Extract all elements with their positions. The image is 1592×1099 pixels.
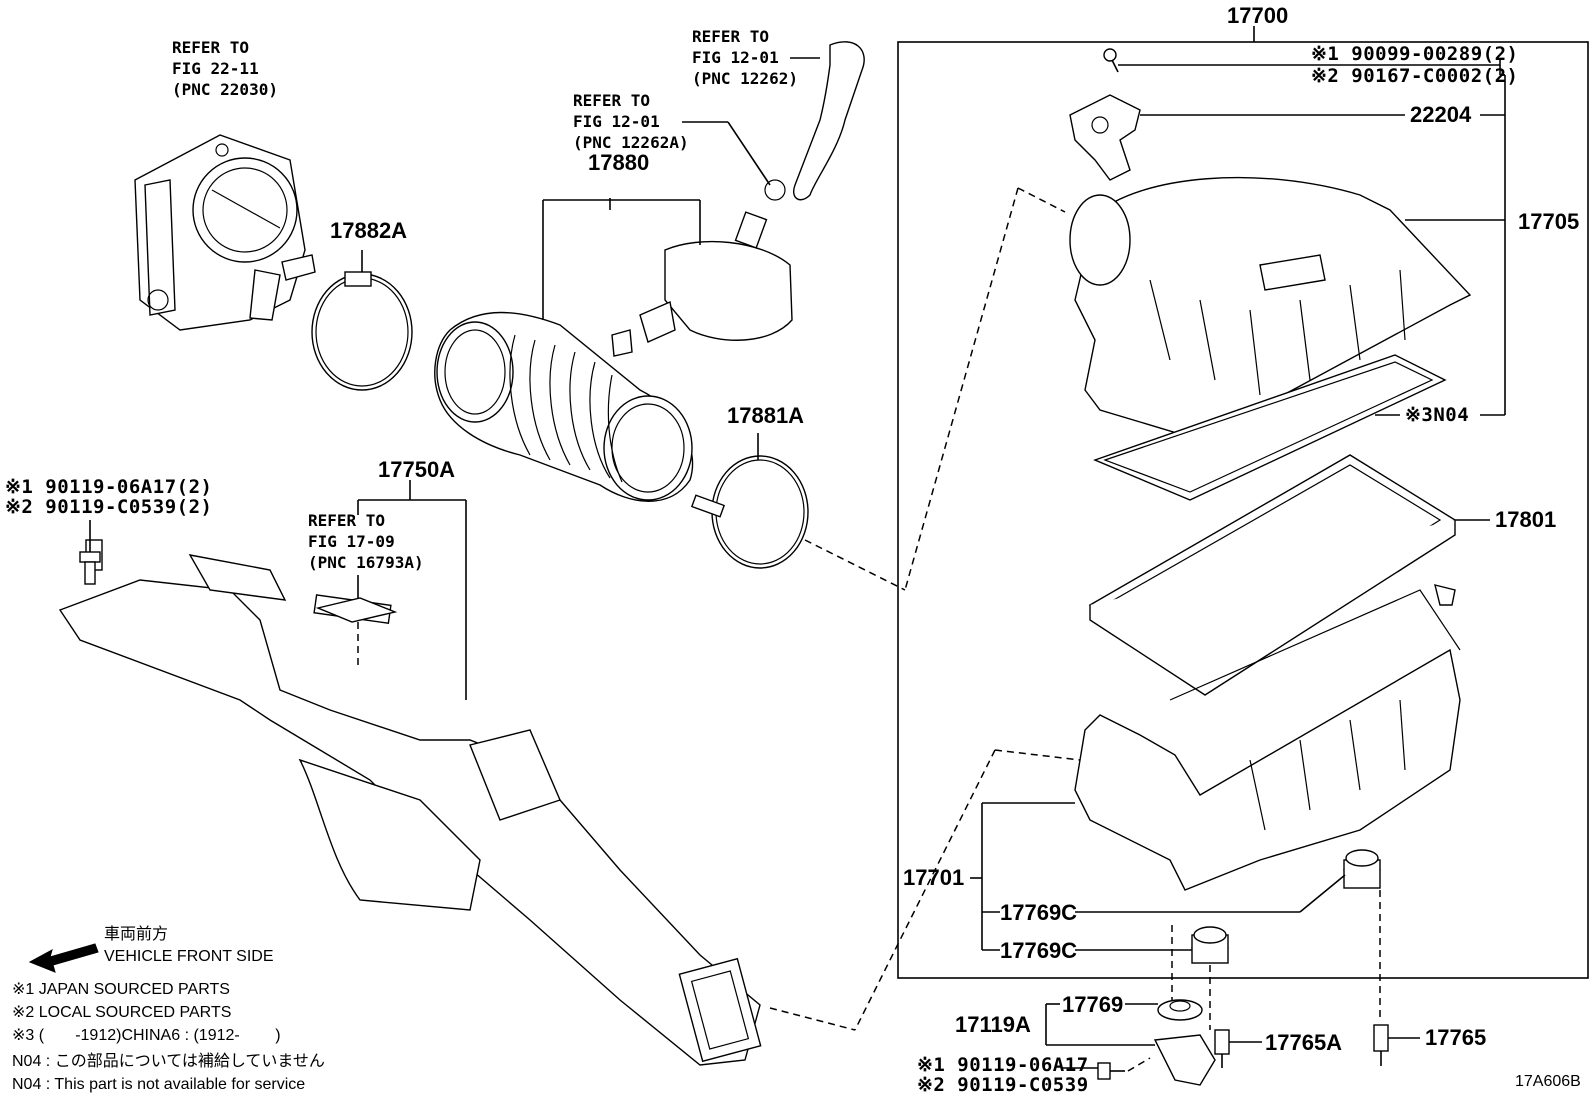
label-17765: 17765 bbox=[1425, 1025, 1487, 1050]
pin-17765a-illustration bbox=[1214, 1029, 1230, 1068]
pin-17765-illustration bbox=[1373, 1024, 1389, 1066]
vehicle-front-arrow-icon bbox=[28, 943, 99, 973]
label-17705: 17705 bbox=[1518, 209, 1580, 234]
leader-lines bbox=[28, 57, 1506, 1072]
label-17769: 17769 bbox=[1062, 992, 1124, 1017]
label-bolt-bot-1: ※1 90119-06A17 bbox=[917, 1054, 1089, 1076]
refer-throttle: REFER TO FIG 22-11 (PNC 22030) bbox=[172, 38, 278, 99]
refer-hose-top: REFER TO FIG 12-01 (PNC 12262) bbox=[692, 27, 798, 88]
label-bolt-top-2: ※2 90167-C0002(2) bbox=[1311, 65, 1519, 87]
label-17881a: 17881A bbox=[727, 403, 805, 428]
air-duct-17750a-illustration bbox=[58, 539, 762, 1066]
note-1: ※1 JAPAN SOURCED PARTS bbox=[12, 981, 230, 998]
label-17750a: 17750A bbox=[378, 457, 456, 482]
cleaner-case-17701-illustration bbox=[1074, 584, 1461, 891]
bolt-bottom-illustration bbox=[1097, 1062, 1125, 1080]
figure-code: 17A606B bbox=[1515, 1073, 1581, 1090]
filter-element-17801-illustration bbox=[1088, 454, 1457, 696]
label-17880: 17880 bbox=[588, 150, 650, 175]
note-4-jp: N04 : この部品については補給していません bbox=[12, 1053, 325, 1070]
label-17769c-b: 17769C bbox=[1000, 938, 1078, 963]
pcv-hose-illustration bbox=[764, 41, 865, 201]
note-front-jp: 車両前方 bbox=[104, 926, 169, 943]
label-22204: 22204 bbox=[1410, 102, 1472, 127]
label-bolt-top-1: ※1 90099-00289(2) bbox=[1311, 43, 1519, 65]
label-17801: 17801 bbox=[1495, 507, 1557, 532]
label-17769c-a: 17769C bbox=[1000, 900, 1078, 925]
note-2: ※2 LOCAL SOURCED PARTS bbox=[12, 1004, 232, 1021]
note-front-en: VEHICLE FRONT SIDE bbox=[104, 948, 274, 965]
throttle-body-illustration bbox=[134, 134, 316, 331]
label-17119a: 17119A bbox=[955, 1012, 1031, 1037]
assembly-box-17700 bbox=[897, 41, 1589, 979]
clamp-17882a-illustration bbox=[311, 271, 413, 391]
label-n04: ※3N04 bbox=[1405, 404, 1470, 426]
label-17765a: 17765A bbox=[1265, 1030, 1343, 1055]
screw-top-illustration bbox=[1103, 48, 1119, 73]
gasket-n04-illustration bbox=[1093, 354, 1447, 501]
cleaner-cover-17705-illustration bbox=[1069, 176, 1472, 441]
refer-duct: REFER TO FIG 17-09 (PNC 16793A) bbox=[308, 511, 424, 572]
label-17701: 17701 bbox=[903, 865, 965, 890]
label-17882a: 17882A bbox=[330, 218, 408, 243]
label-17700: 17700 bbox=[1227, 3, 1289, 28]
maf-sensor-22204-illustration bbox=[1069, 94, 1141, 181]
intake-hose-17880-illustration bbox=[434, 211, 793, 502]
grommet-17769-illustration bbox=[1157, 999, 1203, 1021]
label-bolt-left-1: ※1 90119-06A17(2) bbox=[5, 476, 213, 498]
refer-hose-mid: REFER TO FIG 12-01 (PNC 12262A) bbox=[573, 91, 689, 152]
note-3: ※3 ( -1912)CHINA6 : (1912- ) bbox=[12, 1027, 281, 1044]
note-4-en: N04 : This part is not available for ser… bbox=[12, 1076, 306, 1093]
bracket-17119a-illustration bbox=[1153, 1034, 1216, 1086]
label-bolt-bot-2: ※2 90119-C0539 bbox=[917, 1074, 1089, 1096]
grommet-17769c-right-illustration bbox=[1343, 849, 1381, 889]
label-bolt-left-2: ※2 90119-C0539(2) bbox=[5, 496, 213, 518]
clamp-17881a-illustration bbox=[690, 455, 809, 569]
grommet-17769c-left-illustration bbox=[1191, 926, 1229, 964]
